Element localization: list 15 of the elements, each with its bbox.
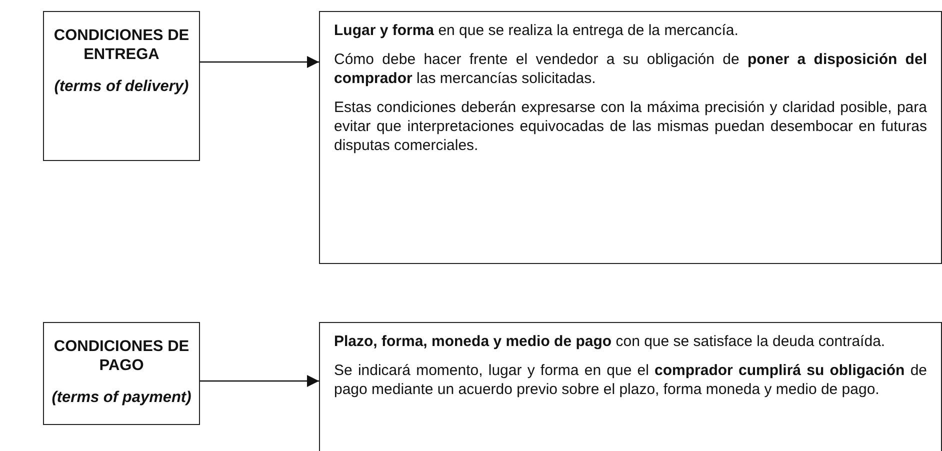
label-box	[43, 322, 200, 425]
label-box	[43, 11, 200, 161]
paragraph: Cómo debe hacer frente el vendedor a su obligación de poner a disposición del comprador las mercancías solicitadas.	[334, 50, 927, 88]
heading: CONDICIONES DE PAGO	[52, 337, 190, 375]
paragraph: Lugar y forma en que se realiza la entrega de la mercancía.	[334, 21, 740, 40]
arrow	[200, 375, 319, 387]
description-box	[319, 322, 942, 451]
arrow	[200, 56, 319, 68]
description-box	[319, 11, 942, 264]
subtitle: (terms of delivery)	[53, 78, 190, 96]
paragraph: Se indicará momento, lugar y forma en que el comprador cumplirá su obligación de pago mediante un acuerdo previo sobre el plazo, forma moneda y medio de pago.	[334, 361, 927, 399]
subtitle: (terms of payment)	[50, 389, 192, 407]
heading: CONDICIONES DE ENTREGA	[52, 26, 190, 64]
paragraph: Plazo, forma, moneda y medio de pago con que se satisface la deuda contraída.	[334, 332, 886, 351]
paragraph: Estas condiciones deberán expresarse con la máxima precisión y claridad posible, para evitar que interpretaciones equivocadas de las mismas puedan desembocar en futuras disputas comerciales.	[334, 98, 927, 155]
